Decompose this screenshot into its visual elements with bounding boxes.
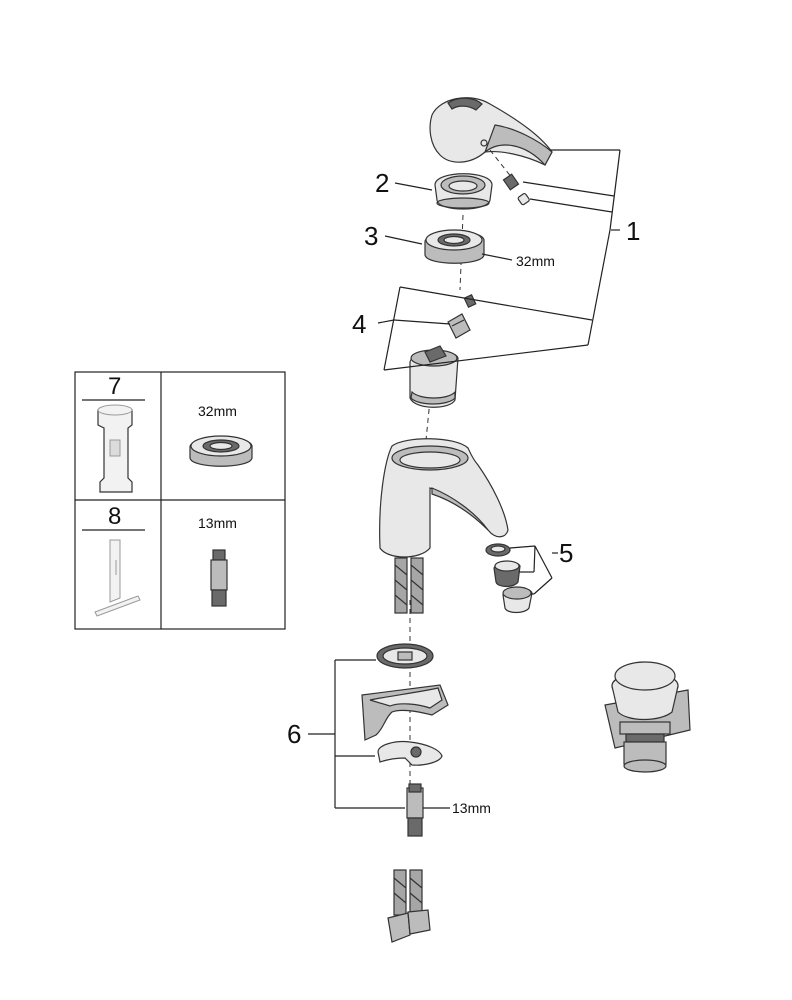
tool-8-size: 13mm (198, 515, 237, 531)
stud-13mm-label: 13mm (452, 800, 491, 816)
mounting-gasket (376, 643, 434, 669)
callout-4-bracket (377, 286, 451, 371)
callout-3: 3 (364, 221, 378, 251)
tool-8-stud (210, 549, 228, 607)
aerator-insert (493, 560, 521, 588)
callout-2-leader (394, 182, 433, 191)
faucet-body (379, 438, 509, 558)
popup-waste (604, 661, 691, 773)
callout-5-bracket (509, 545, 558, 595)
cartridge-screw (463, 293, 477, 309)
tool-8-socket-key (94, 539, 141, 617)
aerator-housing (502, 586, 533, 614)
callout-1: 1 (626, 216, 640, 246)
callout-6: 6 (287, 719, 301, 749)
supply-hoses-lower (387, 869, 431, 943)
tool-7-wrench (97, 404, 133, 493)
nut-32mm-label: 32mm (516, 253, 555, 269)
supply-hoses-upper (394, 557, 424, 614)
tool-8-number: 8 (108, 503, 121, 530)
mounting-bracket (377, 740, 443, 766)
tools-table (74, 371, 286, 630)
callout-6-bracket (308, 659, 405, 809)
callout-3-leader (384, 235, 513, 261)
threaded-stud (406, 783, 424, 837)
callout-2: 2 (375, 168, 389, 198)
basin-section (361, 684, 449, 741)
cartridge (409, 345, 459, 408)
lever-handle (429, 97, 553, 167)
tool-7-nut (189, 435, 253, 467)
callout-1-bracket (383, 149, 621, 371)
callout-5: 5 (559, 538, 573, 568)
callout-4: 4 (352, 309, 366, 339)
tool-7-number: 7 (108, 373, 121, 400)
nut-32mm (424, 229, 485, 264)
cover-cap (434, 173, 493, 210)
tool-7-size: 32mm (198, 403, 237, 419)
aerator-washer (485, 543, 511, 557)
cartridge-adapter (447, 313, 471, 339)
handle-set-screw (489, 149, 530, 206)
